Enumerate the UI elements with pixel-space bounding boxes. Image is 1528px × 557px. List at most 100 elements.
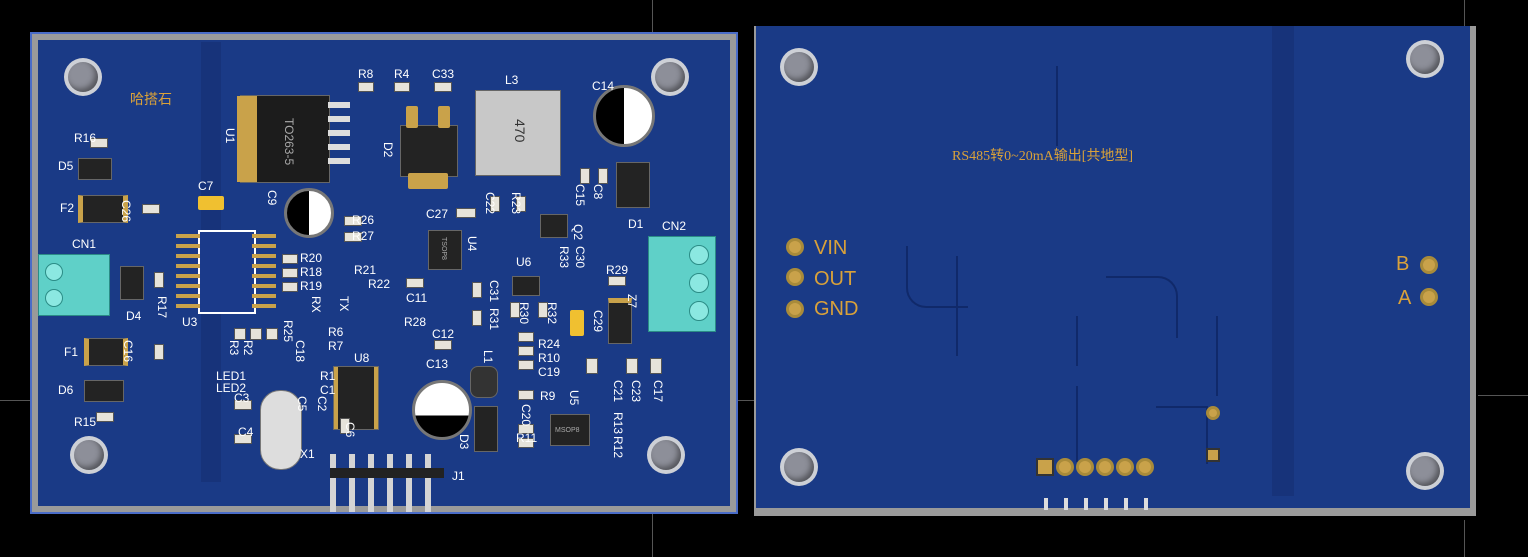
- label-r9: R9: [540, 389, 556, 403]
- smd-part: [518, 360, 534, 370]
- q2-transistor: [540, 214, 568, 238]
- a-label: A: [1398, 287, 1412, 309]
- x1-crystal: [260, 390, 302, 470]
- guide-line: [1464, 520, 1465, 557]
- smd-part: [406, 278, 424, 288]
- d2-tab: [406, 106, 418, 128]
- j1-body: [330, 468, 444, 478]
- guide-line: [0, 400, 30, 401]
- label-c21: C21: [611, 380, 625, 403]
- smd-part: [96, 412, 114, 422]
- label-r8: R8: [358, 67, 374, 81]
- label-c6: C6: [343, 422, 357, 438]
- d6-diode: [84, 380, 124, 402]
- l1-inductor: [470, 366, 498, 398]
- label-r24: R24: [538, 337, 561, 351]
- label-r10: R10: [538, 351, 561, 365]
- label-c33: C33: [432, 67, 455, 81]
- via-pad: [1206, 406, 1220, 420]
- smd-part: [282, 254, 298, 264]
- smd-part: [518, 390, 534, 400]
- l3-inductor: 470: [475, 90, 561, 176]
- label-r16: R16: [74, 131, 97, 145]
- c9-capacitor: [284, 188, 334, 238]
- mount-hole: [1410, 44, 1440, 74]
- gnd-pin: [786, 300, 804, 318]
- pcb-trace: [1076, 386, 1078, 462]
- smd-part: [358, 82, 374, 92]
- label-d6: D6: [58, 383, 74, 397]
- label-q2: Q2: [571, 224, 585, 241]
- u3-chip: [198, 230, 256, 314]
- terminal-screw: [45, 263, 63, 281]
- u6-chip: [512, 276, 540, 296]
- f1-fuse: [84, 338, 128, 366]
- smd-part: [472, 310, 482, 326]
- d1-diode: [616, 162, 650, 208]
- label-r17: R17: [155, 296, 169, 319]
- u1-pins: [328, 102, 350, 172]
- u5-chip-label: MSOP8: [555, 427, 580, 434]
- smd-part: [282, 282, 298, 292]
- header-pad: [1056, 458, 1074, 476]
- label-r25: R25: [281, 320, 295, 343]
- j1-header: [330, 454, 444, 512]
- pcb-trace: [906, 246, 968, 308]
- smd-part: [518, 332, 534, 342]
- smd-part: [598, 168, 608, 184]
- label-c26: C26: [119, 200, 133, 223]
- mount-hole: [68, 62, 98, 92]
- label-r30: R30: [517, 302, 531, 325]
- label-c5: C5: [295, 396, 309, 412]
- u4-chip-label: TSOP8: [440, 237, 447, 260]
- label-r18: R18: [300, 265, 323, 279]
- smd-part: [250, 328, 262, 340]
- smd-part: [434, 340, 452, 350]
- mount-hole: [784, 452, 814, 482]
- label-d4: D4: [126, 309, 142, 323]
- label-c15: C15: [573, 184, 587, 207]
- smd-part: [266, 328, 278, 340]
- label-x1: X1: [300, 447, 315, 461]
- label-c1: C1: [320, 383, 336, 397]
- label-c18: C18: [293, 340, 307, 363]
- header-pins: [1044, 498, 1154, 510]
- smd-part: [344, 232, 362, 242]
- label-r7: R7: [328, 339, 344, 353]
- label-c3: C3: [234, 391, 250, 405]
- smd-part: [580, 168, 590, 184]
- header-pad: [1036, 458, 1054, 476]
- board-title: RS485转0~20mA输出[共地型]: [952, 149, 1134, 164]
- out-label: OUT: [814, 268, 857, 290]
- smd-part: [142, 204, 160, 214]
- cn1-terminal: [38, 254, 110, 316]
- b-label: B: [1396, 253, 1410, 275]
- label-c4: C4: [238, 425, 254, 439]
- mount-hole: [784, 52, 814, 82]
- smd-part: [490, 196, 500, 212]
- vin-pin: [786, 238, 804, 256]
- smd-part: [608, 276, 626, 286]
- pcb-trace: [956, 256, 958, 356]
- pcb-trace: [1156, 406, 1208, 464]
- guide-line: [1464, 0, 1465, 30]
- label-c22: C22: [483, 192, 497, 215]
- f2-fuse: [78, 195, 128, 223]
- label-j1: J1: [452, 469, 465, 483]
- label-cn1: CN1: [72, 237, 97, 251]
- label-c2: C2: [315, 396, 329, 412]
- out-pin: [786, 268, 804, 286]
- terminal-screw: [689, 245, 709, 265]
- u3-pins-left: [176, 234, 200, 308]
- label-tx: TX: [337, 296, 351, 312]
- header-pad: [1136, 458, 1154, 476]
- smd-part: [586, 358, 598, 374]
- label-c16: C16: [121, 340, 135, 363]
- mount-hole: [74, 440, 104, 470]
- label-r33: R33: [557, 246, 571, 269]
- label-c9: C9: [265, 190, 279, 206]
- label-c13: C13: [426, 357, 449, 371]
- label-u1: U1: [223, 128, 237, 144]
- smd-part: [518, 424, 534, 434]
- mount-hole: [655, 62, 685, 92]
